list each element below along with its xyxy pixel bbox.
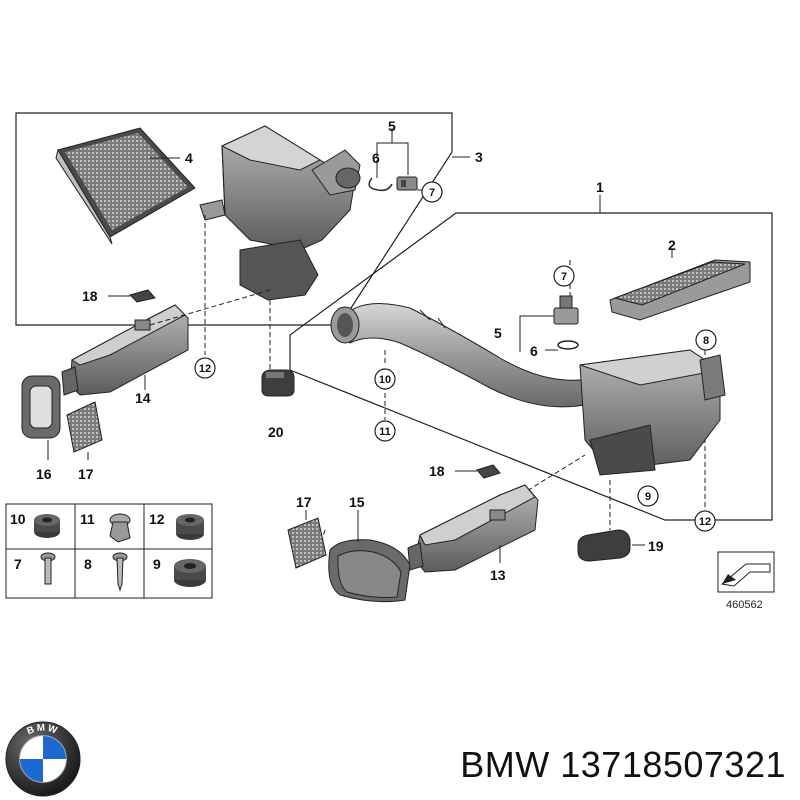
callout-4: 4 [185, 150, 193, 166]
svg-text:10: 10 [379, 374, 391, 386]
callout-8: 8 [695, 329, 717, 351]
bmw-logo: BMW [5, 721, 81, 797]
part-number-text: BMW 13718507321 [460, 744, 786, 785]
footer: BMW BMW 13718507321 [0, 700, 800, 800]
adapter-15[interactable] [328, 539, 411, 603]
cap-18-left[interactable] [129, 289, 156, 303]
air-filter-element-4[interactable] [55, 127, 196, 245]
callout-14: 14 [135, 390, 151, 406]
svg-text:9: 9 [645, 491, 651, 503]
callout-6-right: 6 [530, 343, 538, 359]
grille-17-right[interactable] [287, 517, 327, 569]
callout-9: 9 [637, 485, 659, 507]
resonator-13[interactable] [407, 484, 539, 573]
callout-7-right: 7 [553, 265, 575, 287]
svg-text:8: 8 [703, 335, 709, 347]
callout-20: 20 [268, 424, 284, 440]
grommet-20[interactable] [261, 369, 295, 397]
callout-18-right: 18 [429, 463, 445, 479]
callout-1: 1 [596, 179, 604, 195]
callout-15: 15 [349, 494, 365, 510]
sensor-parts-top[interactable] [368, 176, 418, 192]
reference-number: 460562 [726, 599, 763, 611]
svg-text:BMW: BMW [25, 723, 60, 738]
callout-12-right: 12 [694, 510, 716, 532]
legend-11: 11 [80, 511, 95, 527]
legend-12: 12 [149, 511, 165, 527]
clip-11[interactable] [109, 513, 131, 543]
svg-text:7: 7 [561, 271, 567, 283]
legend-10: 10 [10, 511, 26, 527]
intake-assembly-1[interactable] [330, 303, 726, 476]
sensor-parts-right[interactable] [553, 295, 579, 350]
grille-17-left[interactable] [66, 401, 103, 453]
callout-12-left: 12 [194, 357, 216, 379]
callout-2: 2 [668, 237, 676, 253]
group-frame-3 [15, 112, 470, 326]
grommet-12[interactable] [176, 514, 204, 540]
svg-text:7: 7 [429, 187, 435, 199]
callout-6-top: 6 [372, 150, 380, 166]
callout-11: 11 [374, 420, 396, 442]
reference-icon [717, 551, 775, 593]
grommet-9[interactable] [174, 559, 206, 587]
grommet-10[interactable] [34, 514, 60, 538]
svg-text:12: 12 [199, 363, 211, 375]
bolt-7[interactable] [40, 552, 56, 585]
callout-3: 3 [475, 149, 483, 165]
cap-18-right[interactable] [476, 464, 501, 479]
callout-10: 10 [374, 368, 396, 390]
group-frame-1 [289, 195, 773, 521]
callout-13: 13 [490, 567, 506, 583]
legend-8: 8 [84, 556, 92, 572]
callout-5-top: 5 [388, 118, 396, 134]
air-box-housing-3[interactable] [199, 125, 361, 301]
fasteners-legend [5, 503, 213, 599]
air-filter-2[interactable] [609, 259, 751, 321]
callout-17-right: 17 [296, 494, 312, 510]
svg-text:11: 11 [379, 426, 391, 438]
svg-text:12: 12 [699, 516, 711, 528]
leader-5-top [376, 142, 409, 175]
callout-16: 16 [36, 466, 52, 482]
callout-19: 19 [648, 538, 664, 554]
resonator-14[interactable] [61, 304, 189, 396]
adapter-16[interactable] [21, 375, 61, 439]
screw-8[interactable] [112, 552, 128, 592]
callout-18-left: 18 [82, 288, 98, 304]
callout-17-left: 17 [78, 466, 94, 482]
legend-9: 9 [153, 556, 161, 572]
callout-7-top: 7 [421, 181, 443, 203]
legend-7: 7 [14, 556, 22, 572]
leader-5-right [519, 315, 554, 333]
callout-5-right: 5 [494, 325, 502, 341]
bracket-19[interactable] [577, 529, 631, 562]
